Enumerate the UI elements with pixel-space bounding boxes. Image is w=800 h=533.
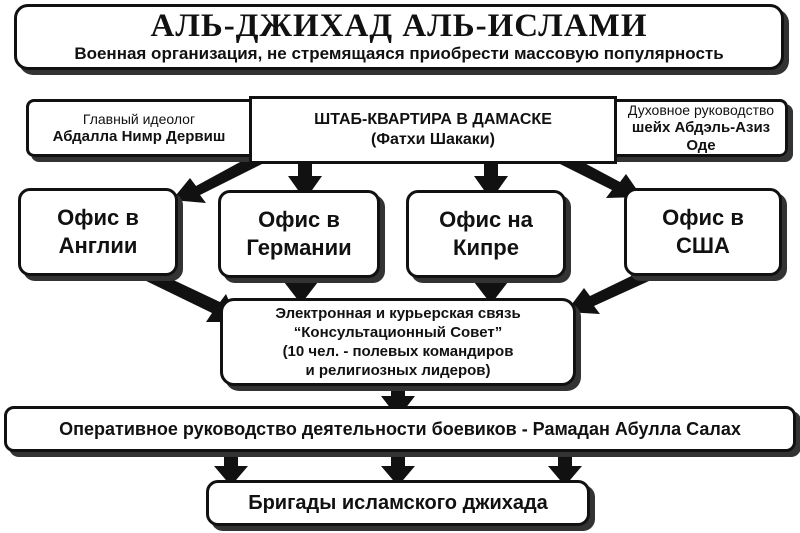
office-usa-line1: Офис в <box>662 205 744 230</box>
jihad-brigades-label: Бригады исламского джихада <box>248 491 548 514</box>
office-germany: Офис в Германии <box>218 190 380 278</box>
council-line4: и религиозных лидеров) <box>305 362 491 379</box>
council-line1: Электронная и курьерская связь <box>275 305 521 322</box>
headquarters-title: ШТАБ-КВАРТИРА В ДАМАСКЕ <box>314 111 552 128</box>
office-cyprus-line2: Кипре <box>453 235 519 260</box>
office-usa: Офис в США <box>624 188 782 276</box>
office-england-line1: Офис в <box>57 205 139 230</box>
operational-command: Оперативное руководство деятельности бое… <box>4 406 796 452</box>
operational-command-label: Оперативное руководство деятельности бое… <box>59 418 741 439</box>
office-england: Офис в Англии <box>18 188 178 276</box>
consultative-council: Электронная и курьерская связь “Консульт… <box>220 298 576 386</box>
headquarters-leader: (Фатхи Шакаки) <box>371 131 495 148</box>
spiritual-leadership: Духовное руководство шейх Абдэль-Азиз Од… <box>617 102 785 154</box>
office-england-line2: Англии <box>58 233 138 258</box>
jihad-brigades: Бригады исламского джихада <box>206 480 590 526</box>
council-line3: (10 чел. - полевых командиров <box>282 343 514 360</box>
office-usa-line2: США <box>676 233 730 258</box>
headquarters: ШТАБ-КВАРТИРА В ДАМАСКЕ (Фатхи Шакаки) <box>249 96 617 164</box>
spiritual-leadership-role: Духовное руководство <box>627 102 775 118</box>
title-box: АЛЬ-ДЖИХАД АЛЬ-ИСЛАМИ Военная организаци… <box>14 4 784 70</box>
diagram-title: АЛЬ-ДЖИХАД АЛЬ-ИСЛАМИ <box>150 8 648 44</box>
council-line2: “Консультационный Совет” <box>293 324 503 341</box>
diagram-subtitle: Военная организация, не стремящаяся прио… <box>74 44 724 63</box>
chief-ideologist-role: Главный идеолог <box>82 111 196 127</box>
office-germany-line1: Офис в <box>258 207 340 232</box>
leadership-row: Главный идеолог Абдалла Нимр Дервиш ШТАБ… <box>26 96 788 164</box>
chief-ideologist-name: Абдалла Нимр Дервиш <box>52 128 226 145</box>
spiritual-leadership-name: шейх Абдэль-Азиз Оде <box>631 119 771 154</box>
office-cyprus-line1: Офис на <box>439 207 533 232</box>
office-cyprus: Офис на Кипре <box>406 190 566 278</box>
chief-ideologist: Главный идеолог Абдалла Нимр Дервиш <box>29 102 249 154</box>
office-germany-line2: Германии <box>246 235 352 260</box>
